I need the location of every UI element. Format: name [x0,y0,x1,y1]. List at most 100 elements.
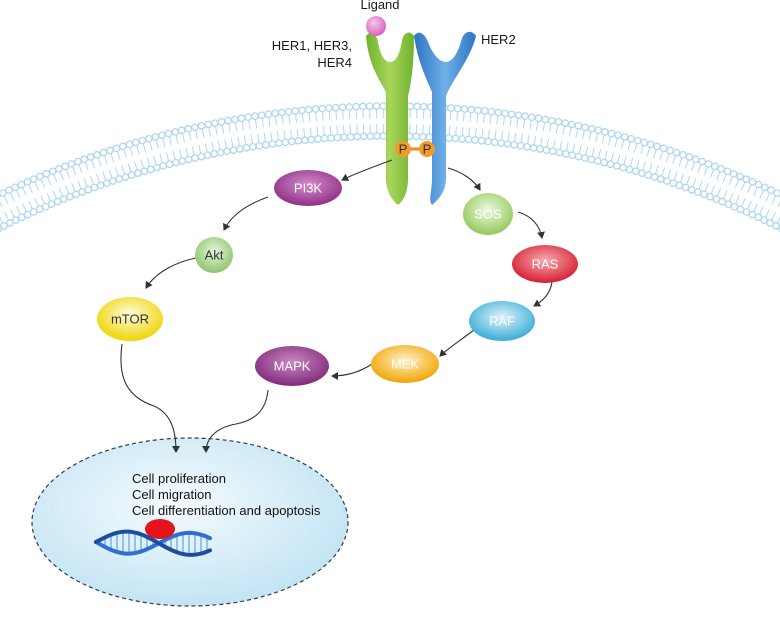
lipid-head [197,152,206,161]
outcome-proliferation: Cell proliferation [132,471,226,486]
lipid-head [288,137,296,146]
lipid-head [244,113,253,122]
lipid-head [675,181,684,190]
lipid-head [418,132,427,141]
node-raf: RAF [469,301,535,341]
lipid-head [568,151,577,160]
lipid-head [203,151,212,160]
lipid-head [5,219,14,227]
lipid-head [338,103,347,112]
lipid-head [656,175,665,183]
lipid-head [61,162,70,171]
lipid-head [5,186,13,195]
lipid-head [594,126,603,135]
arrow-receptor-to-pi3k [341,159,393,181]
lipid-head [23,210,32,219]
lipid-head [742,175,751,183]
her-family-label-line1: HER1, HER3, [272,38,352,53]
lipid-head [59,195,68,204]
lipid-head [561,119,570,127]
lipid-tail [777,201,780,208]
lipid-head [501,109,509,118]
lipid-head [549,147,557,156]
lipid-head [36,172,44,181]
lipid-head [294,136,303,145]
lipid-head [106,146,114,155]
lipid-head [264,110,273,119]
lipid-head [251,112,259,121]
lipid-head [607,129,616,138]
lipid-head [736,172,744,181]
lipid-head [17,213,26,222]
lipid-head [191,123,199,132]
lipid-head [516,141,525,150]
lipid-head [177,126,186,135]
lipid-head [164,129,173,138]
lipid-head [125,140,134,149]
lipid-head [127,171,136,179]
lipid-head [445,134,453,142]
lipid-head [625,165,634,174]
lipid-head [118,142,127,151]
lipid-head [217,117,226,126]
lipid-head [460,105,469,113]
lipid-head [480,107,489,115]
lipid-head [706,192,714,201]
lipid-head [659,144,668,153]
lipid-head [223,147,231,156]
lipid-head [627,134,635,143]
lipid-head [494,108,503,117]
lipid-head [171,128,179,136]
lipid-head [547,116,556,125]
lipid-head [271,109,279,118]
lipid-head [536,145,544,153]
lipid-head [353,132,362,141]
lipid-head [210,119,219,127]
lipid-head [314,135,322,143]
lipid-head [311,105,320,113]
lipid-head [331,103,340,112]
lipid-head [318,104,327,113]
pathway-arrows [120,159,553,453]
lipid-head [453,104,462,113]
lipid-head [55,164,63,173]
lipid-head [102,179,111,188]
lipid-head [255,141,264,150]
lipid-head [48,167,57,176]
lipid-head [490,138,499,147]
lipid-head [497,139,505,147]
lipid-head [320,134,329,143]
phospho-right-dot [419,141,435,157]
lipid-head [17,180,26,189]
nucleus [31,437,349,607]
lipid-head [11,216,20,225]
lipid-head [529,144,538,152]
lipid-head [121,173,130,181]
arrow-pi3k-to-akt [223,196,269,231]
lipid-head [601,128,609,136]
lipid-head [359,102,367,111]
lipid-head [748,177,757,186]
lipid-head [268,140,277,148]
her1-her3-her4-receptor [366,32,414,205]
lipid-head [138,136,147,145]
lipid-head [587,155,596,164]
lipid-head [487,107,496,116]
lipid-head [112,144,121,153]
lipid-head [663,177,671,185]
lipid-head [230,115,239,124]
lipid-head [542,146,551,154]
lipid-head [766,219,775,227]
node-ras-label: RAS [532,257,559,272]
arrow-mtor-to-nucleus [120,343,180,453]
lipid-head [291,107,300,115]
node-akt: Akt [195,237,233,273]
lipid-head [458,135,466,143]
lipid-head [527,113,536,122]
lipid-head [754,180,763,189]
node-mtor: mTOR [97,297,163,341]
lipid-head [467,105,476,114]
lipid-head [593,157,602,165]
lipid-head [249,142,257,151]
